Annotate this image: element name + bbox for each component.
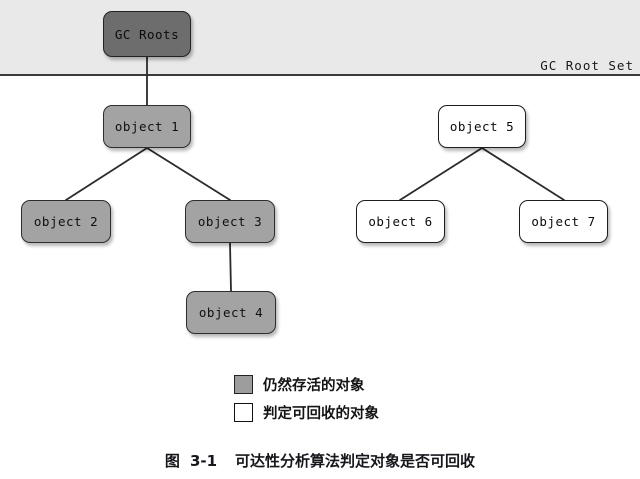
- node-object-3-label: object 3: [197, 214, 263, 229]
- edge-object5-object6: [399, 147, 483, 201]
- node-object-7-label: object 7: [531, 214, 596, 229]
- node-gc-roots-label: GC Roots: [114, 26, 180, 42]
- edge-object5-object7: [481, 147, 565, 201]
- node-object-5[interactable]: object 5: [438, 105, 526, 148]
- node-object-7[interactable]: object 7: [519, 200, 608, 243]
- node-object-6-label: object 6: [368, 214, 433, 229]
- gc-root-set-band: GC Root Set: [0, 0, 640, 76]
- node-object-4[interactable]: object 4: [186, 291, 276, 334]
- node-object-2[interactable]: object 2: [21, 200, 111, 243]
- node-object-6[interactable]: object 6: [356, 200, 445, 243]
- legend-item-alive: 仍然存活的对象: [234, 374, 379, 394]
- legend-item-dead: 判定可回收的对象: [234, 402, 379, 422]
- edge-object1-object3: [146, 147, 231, 201]
- edge-object1-object2: [65, 147, 148, 201]
- gc-root-set-label: GC Root Set: [540, 58, 634, 73]
- node-object-4-label: object 4: [198, 305, 264, 320]
- caption-prefix: 图: [164, 452, 180, 470]
- legend-label-alive: 仍然存活的对象: [263, 377, 365, 394]
- node-object-2-label: object 2: [33, 214, 99, 229]
- legend: 仍然存活的对象 判定可回收的对象: [234, 374, 379, 422]
- node-object-1-label: object 1: [114, 119, 180, 134]
- caption-text: 可达性分析算法判定对象是否可回收: [235, 452, 476, 470]
- legend-label-dead: 判定可回收的对象: [263, 405, 379, 422]
- node-object-5-label: object 5: [449, 119, 515, 134]
- figure-caption: 图 3-1 可达性分析算法判定对象是否可回收: [0, 450, 640, 471]
- node-object-3[interactable]: object 3: [185, 200, 275, 243]
- caption-number: 3-1: [189, 452, 218, 470]
- edge-object3-object4: [229, 242, 232, 292]
- node-object-1[interactable]: object 1: [103, 105, 191, 148]
- legend-swatch-alive-icon: [234, 374, 253, 394]
- legend-swatch-dead-icon: [234, 402, 253, 422]
- node-gc-roots[interactable]: GC Roots: [103, 11, 191, 57]
